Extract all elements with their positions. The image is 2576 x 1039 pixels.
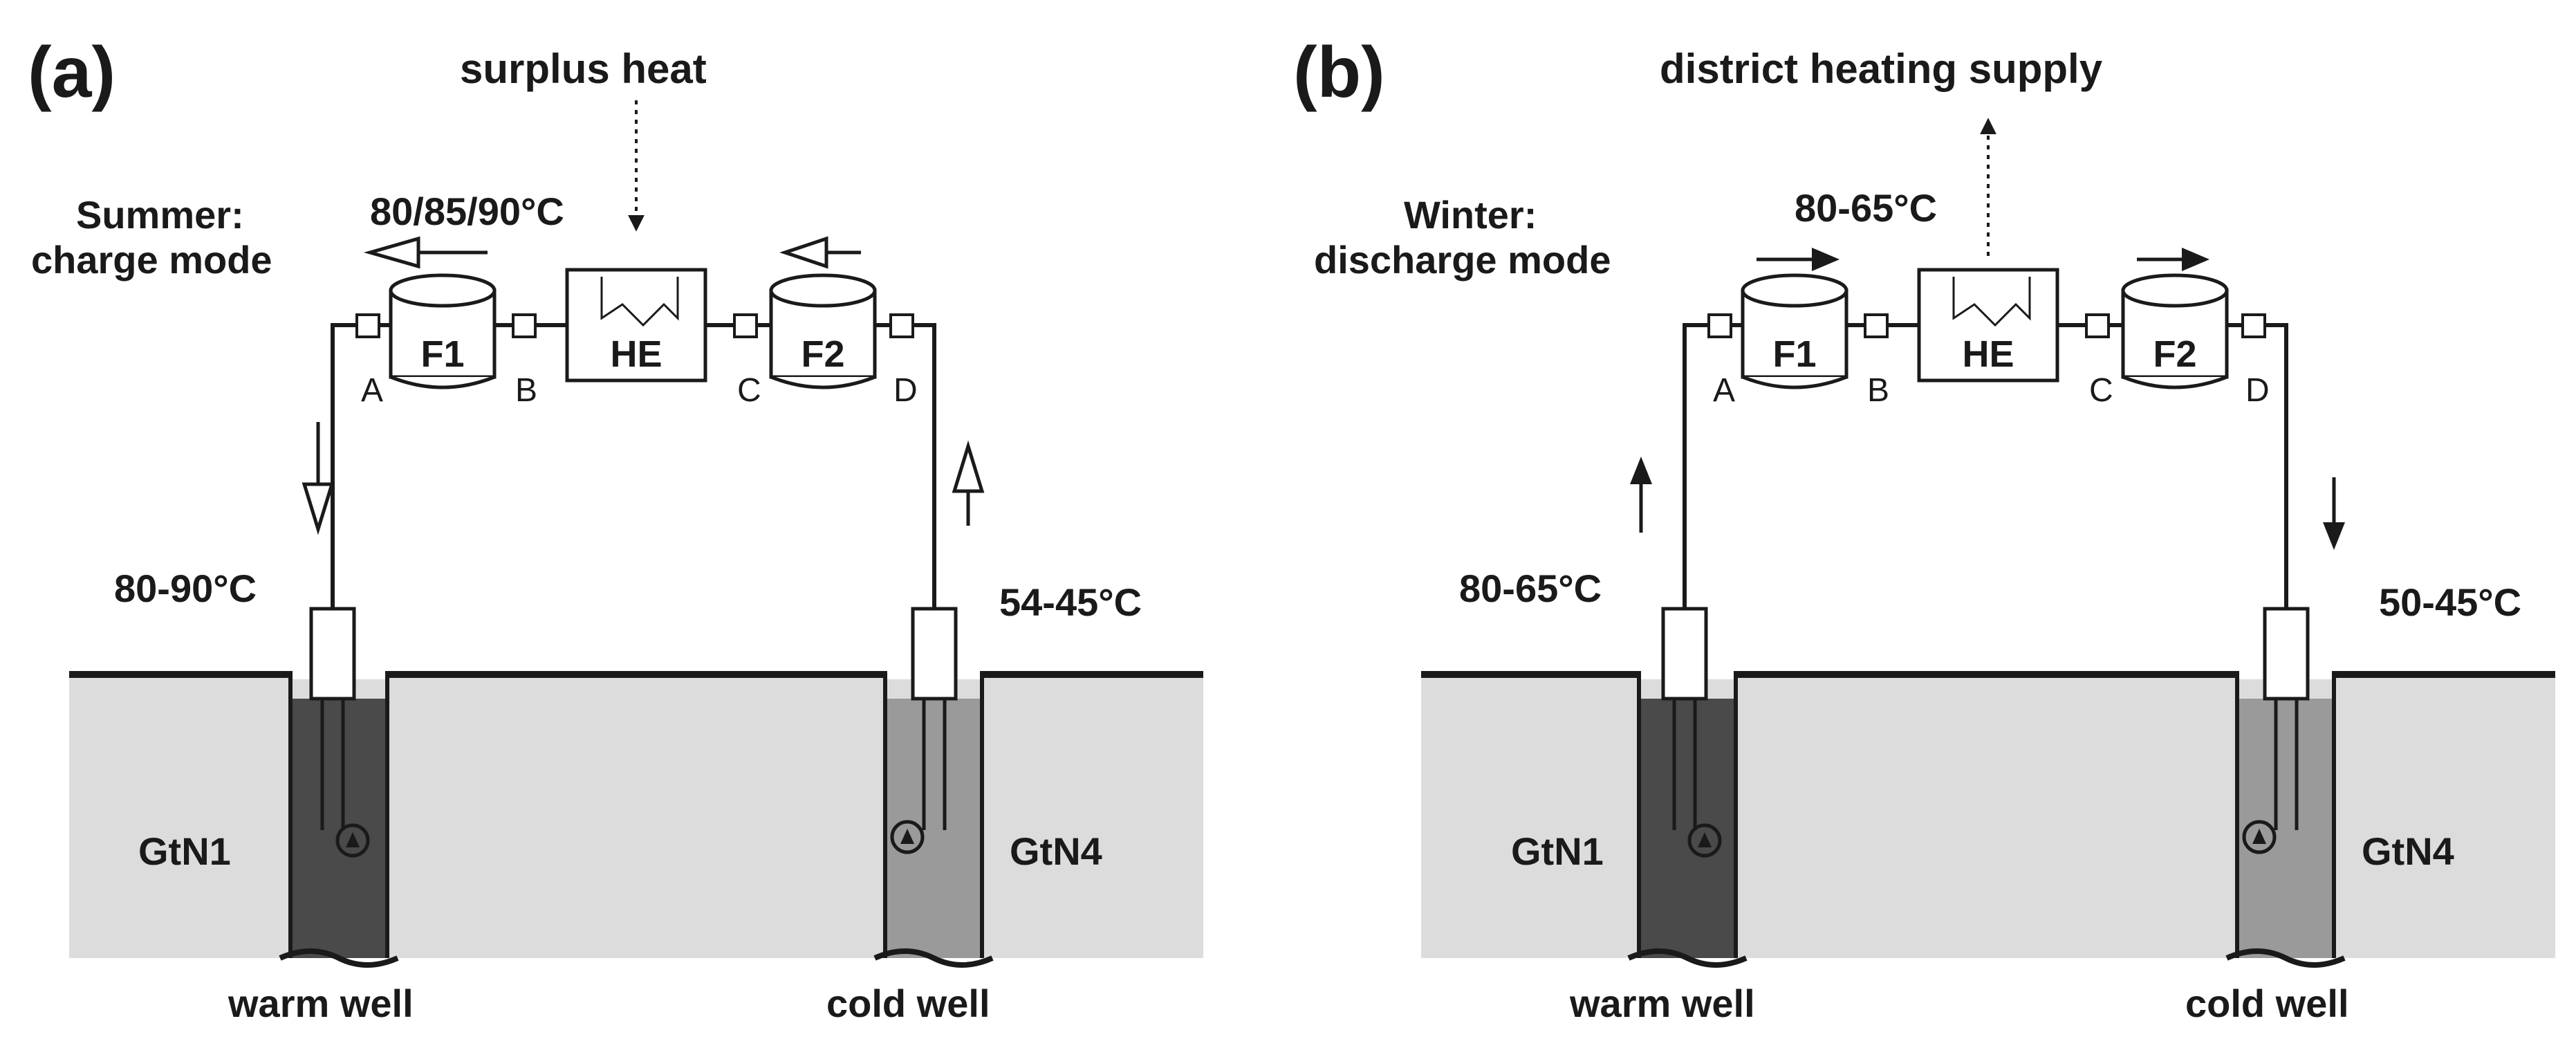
valve-a-label-b: A [1713,372,1735,409]
pump-icon [1687,823,1722,858]
valve-d-label-a: D [893,372,918,409]
flow-arrow-up-icon [1630,457,1652,533]
heat-exchanger-a [565,268,707,383]
cold-temp-b: 50-45°C [2379,580,2521,624]
valve-c-label-a: C [737,372,761,409]
mode-line2-b: discharge mode [1314,238,1611,282]
valve-a-label-a: A [361,372,383,409]
filter1-label-b: F1 [1772,333,1816,375]
flow-arrow-right-icon [1757,248,1840,271]
top-label-b: district heating supply [1660,46,2103,92]
warm-temp-b: 80-65°C [1459,567,1602,610]
warm-well-b [1639,699,1736,958]
flow-arrow-left-icon [363,236,488,269]
warm-casing-b [1661,607,1708,701]
valve-c-a [733,313,758,338]
temp-top-a: 80/85/90°C [370,190,564,233]
top-label-a: surplus heat [460,46,707,92]
mode-line1-b: Winter: [1404,193,1537,237]
warm-well-a [290,699,387,958]
valve-b-b [1864,313,1889,338]
pump-icon [2242,820,2277,854]
valve-b-label-b: B [1867,372,1889,409]
valve-a-a [355,313,380,338]
flow-arrow-left-icon [779,236,861,269]
flow-arrow-down-icon [2323,477,2345,550]
mode-line1-a: Summer: [76,193,244,237]
warm-temp-a: 80-90°C [114,567,257,610]
valve-d-a [889,313,914,338]
ground-a [69,674,1203,958]
well-right-name-b: GtN4 [2362,829,2454,873]
he-label-a: HE [610,333,662,375]
valve-c-b [2085,313,2110,338]
pump-icon [335,823,370,858]
ground-b [1421,674,2555,958]
cold-well-label-b: cold well [2185,982,2349,1025]
he-label-b: HE [1962,333,2014,375]
valve-b-a [512,313,537,338]
panel-a: (a) surplus heat Summer: charge mode 80/… [28,33,1203,1025]
heat-exchanger-b [1917,268,2059,383]
well-left-name-a: GtN1 [138,829,231,873]
well-left-name-b: GtN1 [1511,829,1604,873]
cold-casing-a [911,607,958,701]
filter-f1-a [389,273,497,389]
pump-icon [890,820,925,854]
cold-well-a [885,699,982,958]
valve-d-label-b: D [2245,372,2270,409]
cold-temp-a: 54-45°C [999,580,1142,624]
filter-f1-b [1741,273,1848,389]
valve-d-b [2241,313,2266,338]
filter-f2-a [769,273,877,389]
cold-casing-b [2263,607,2310,701]
valve-b-label-a: B [515,372,537,409]
flow-arrow-up-icon [952,440,985,526]
cold-well-b [2237,699,2334,958]
mode-line2-a: charge mode [31,238,272,282]
flow-arrow-right-icon [2137,248,2209,271]
warm-casing-a [309,607,356,701]
filter2-label-a: F2 [801,333,844,375]
warm-well-label-a: warm well [228,982,414,1025]
valve-c-label-b: C [2089,372,2113,409]
temp-top-b: 80-65°C [1795,186,1937,230]
panel-label-a: (a) [28,33,115,113]
well-right-name-a: GtN4 [1010,829,1102,873]
filter-f2-b [2121,273,2229,389]
valve-a-b [1707,313,1732,338]
panel-label-b: (b) [1293,33,1385,113]
filter2-label-b: F2 [2153,333,2196,375]
flow-arrow-down-icon [302,422,335,535]
panel-b: (b) district heating supply Winter: disc… [1293,33,2555,1025]
cold-well-label-a: cold well [826,982,990,1025]
filter1-label-a: F1 [420,333,464,375]
warm-well-label-b: warm well [1569,982,1755,1025]
